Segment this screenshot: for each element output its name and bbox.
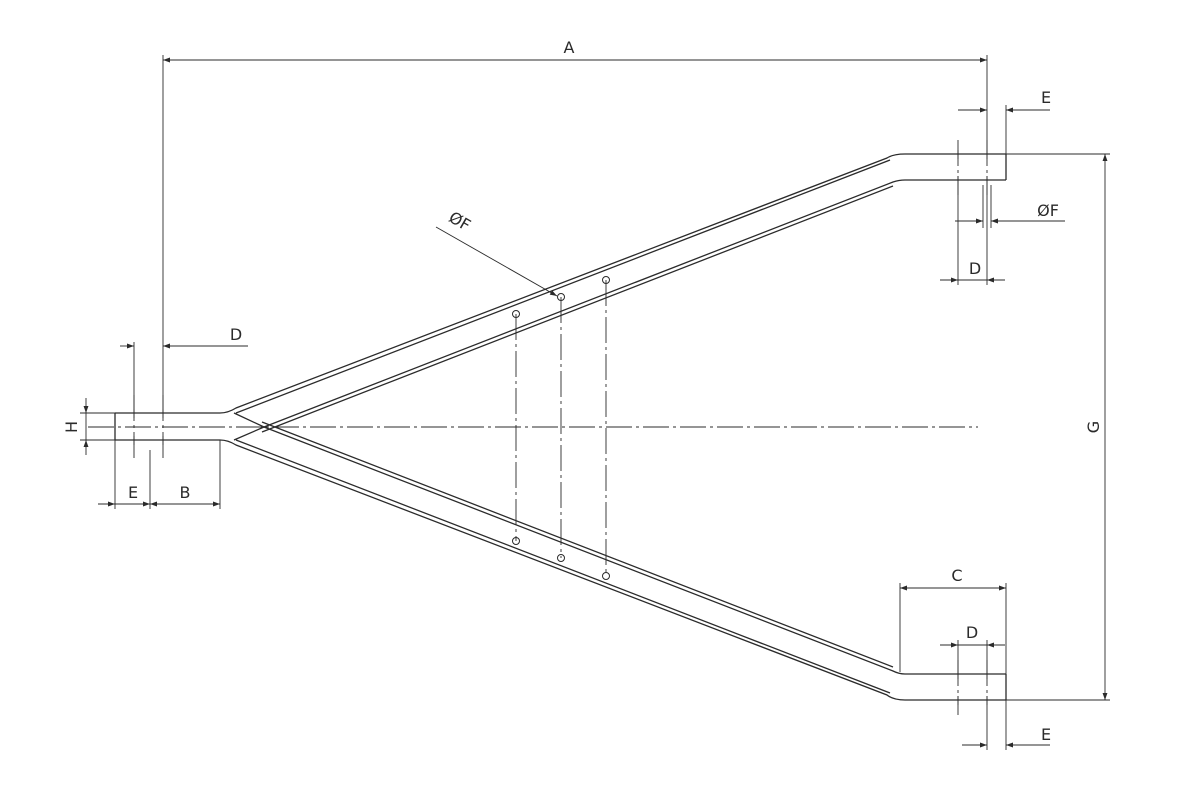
- hole-mark: [133, 409, 164, 445]
- dimension-label-f-hole: ØF: [446, 208, 474, 235]
- hole-mark: [957, 150, 988, 185]
- lower-arm-outer-inner-line: [235, 439, 891, 694]
- hole-mark: [130, 412, 167, 441]
- arm-hole: [512, 537, 520, 545]
- leader-line: [435, 226, 558, 297]
- upper-arm-inner-line: [261, 185, 894, 433]
- dimension-label-h: H: [62, 421, 81, 433]
- dimension-label-c: C: [951, 566, 962, 585]
- lower-arm-inner-edge: [233, 412, 1006, 675]
- dimension-g: G: [1006, 153, 1110, 701]
- dimension-label-e-left: E: [128, 483, 138, 502]
- arm-hole: [512, 310, 520, 318]
- dimension-label-a: A: [564, 38, 575, 57]
- dimension-h: H: [62, 398, 115, 455]
- dimension-d-left: D: [120, 325, 248, 413]
- hole-mark: [954, 153, 991, 181]
- arm-hole: [557, 293, 565, 301]
- dimension-label-b: B: [180, 483, 191, 502]
- dimension-label-d-left: D: [230, 325, 242, 344]
- upper-arm-inner-edge: [233, 179, 1006, 441]
- dimension-e-bottom-right: E: [962, 700, 1051, 750]
- dimension-label-f-right: ØF: [1037, 201, 1059, 220]
- part-outline: [114, 153, 1007, 701]
- hole-mark: [954, 673, 991, 701]
- lower-arm-inner-line: [261, 421, 894, 668]
- arm-hole: [602, 572, 610, 580]
- center-lines: [88, 140, 988, 715]
- holes: [130, 150, 991, 705]
- dimension-f-d-top-right: ØF D: [940, 185, 1065, 285]
- arm-hole: [602, 276, 610, 284]
- dimension-d-bottom-right: D: [940, 623, 1005, 674]
- dimension-label-d-bottom-right: D: [966, 623, 978, 642]
- dimension-f-leader: ØF: [435, 208, 558, 297]
- dimension-a: A: [162, 38, 988, 413]
- dimension-c: C: [899, 566, 1007, 674]
- arm-holes: [512, 276, 610, 580]
- arm-hole: [557, 554, 565, 562]
- hole-mark: [957, 670, 988, 705]
- upper-arm-outer-inner-line: [235, 159, 891, 414]
- dimension-e-top-right: E: [958, 88, 1051, 154]
- dimension-label-d-top-right: D: [969, 259, 981, 278]
- dimension-label-e-top-right: E: [1041, 88, 1051, 107]
- lower-arm-outer-edge: [219, 439, 1006, 701]
- dimension-label-g: G: [1084, 421, 1103, 433]
- dimension-e-b-left: E B: [98, 440, 221, 509]
- upper-arm-outer-edge: [219, 153, 1006, 414]
- dimension-label-e-bottom-right: E: [1041, 725, 1051, 744]
